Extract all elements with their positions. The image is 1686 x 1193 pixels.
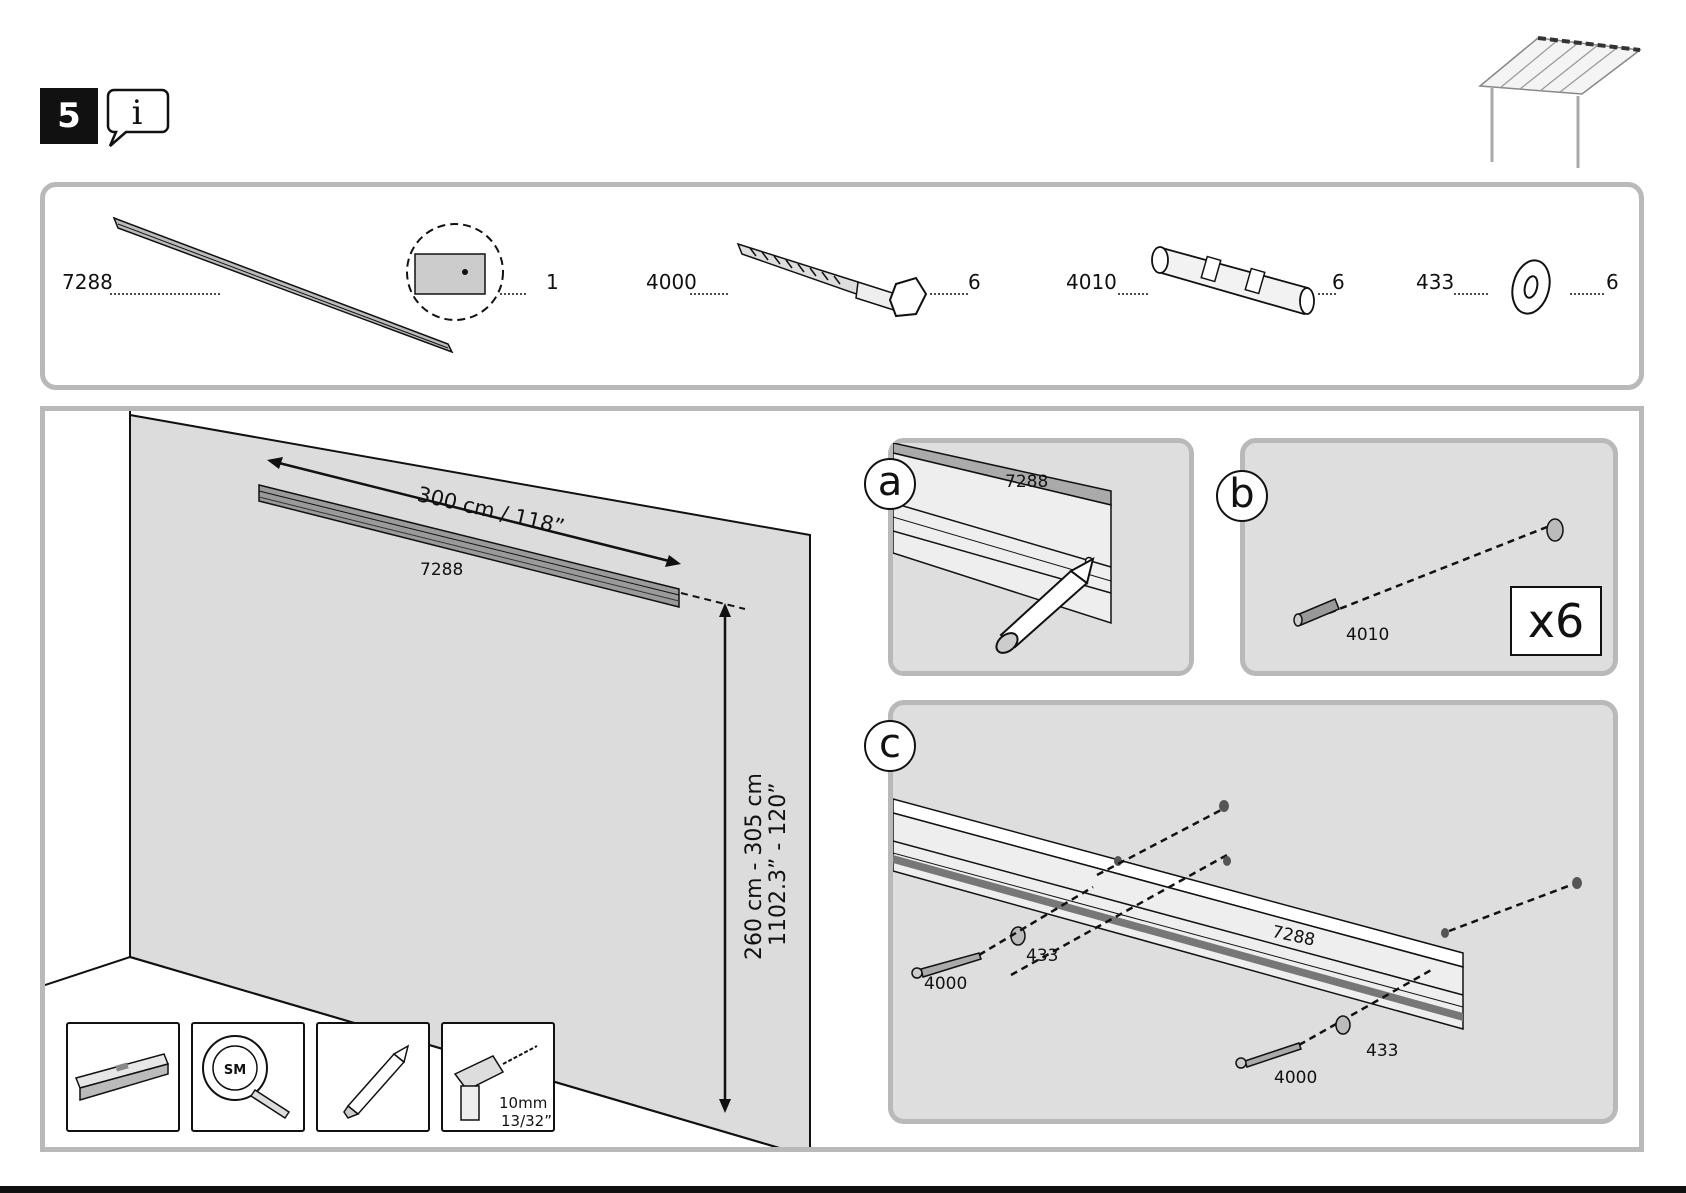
tool-pencil	[316, 1022, 430, 1132]
detail-c-washer-label-2: 433	[1366, 1043, 1398, 1060]
screw-4000-icon	[690, 234, 980, 334]
height-range-inch: 1102.3” - 120”	[768, 782, 790, 946]
tool-tape-measure: SM	[191, 1022, 305, 1132]
detail-c-screw-label-1: 4000	[924, 976, 967, 993]
info-icon-glyph: i	[132, 93, 143, 133]
tape-measure-icon: SM	[193, 1024, 303, 1130]
tool-drill: 10mm 13/32”	[441, 1022, 555, 1132]
part-qty-4010: 6	[1332, 272, 1345, 292]
detail-a-part-label: 7288	[1005, 474, 1048, 491]
detail-b-part-label: 4010	[1346, 627, 1389, 644]
quantity-multiplier: x6	[1510, 586, 1602, 656]
drill-bit-mm: 10mm	[499, 1096, 547, 1111]
part-qty-433: 6	[1606, 272, 1619, 292]
wall-plug-4010-icon	[1118, 236, 1338, 326]
detail-c-screw-label-2: 4000	[1274, 1070, 1317, 1087]
height-range-cm: 260 cm - 305 cm	[744, 773, 766, 960]
detail-c-illustration	[893, 705, 1613, 1119]
pergola-thumbnail-icon	[1476, 28, 1646, 176]
info-icon: i	[104, 86, 170, 152]
washer-433-icon	[1454, 254, 1614, 318]
detail-b-marker: b	[1216, 470, 1268, 522]
part-code-7288: 7288	[62, 272, 113, 292]
page-bottom-rule	[0, 1186, 1686, 1193]
step-number: 5	[40, 88, 98, 144]
part-qty-7288: 1	[546, 272, 559, 292]
rail-7288-icon	[108, 214, 528, 364]
part-code-4010: 4010	[1066, 272, 1117, 292]
drill-bit-inch: 13/32”	[501, 1114, 552, 1129]
pencil-icon	[318, 1024, 428, 1130]
wall-rail-part-label: 7288	[420, 562, 463, 579]
tool-spirit-level	[66, 1022, 180, 1132]
detail-c-washer-label-1: 433	[1026, 948, 1058, 965]
part-code-433: 433	[1416, 272, 1454, 292]
detail-a-marker: a	[864, 458, 916, 510]
detail-c-marker: c	[864, 720, 916, 772]
tape-measure-text: SM	[224, 1063, 246, 1078]
spirit-level-icon	[68, 1024, 178, 1130]
part-qty-4000: 6	[968, 272, 981, 292]
